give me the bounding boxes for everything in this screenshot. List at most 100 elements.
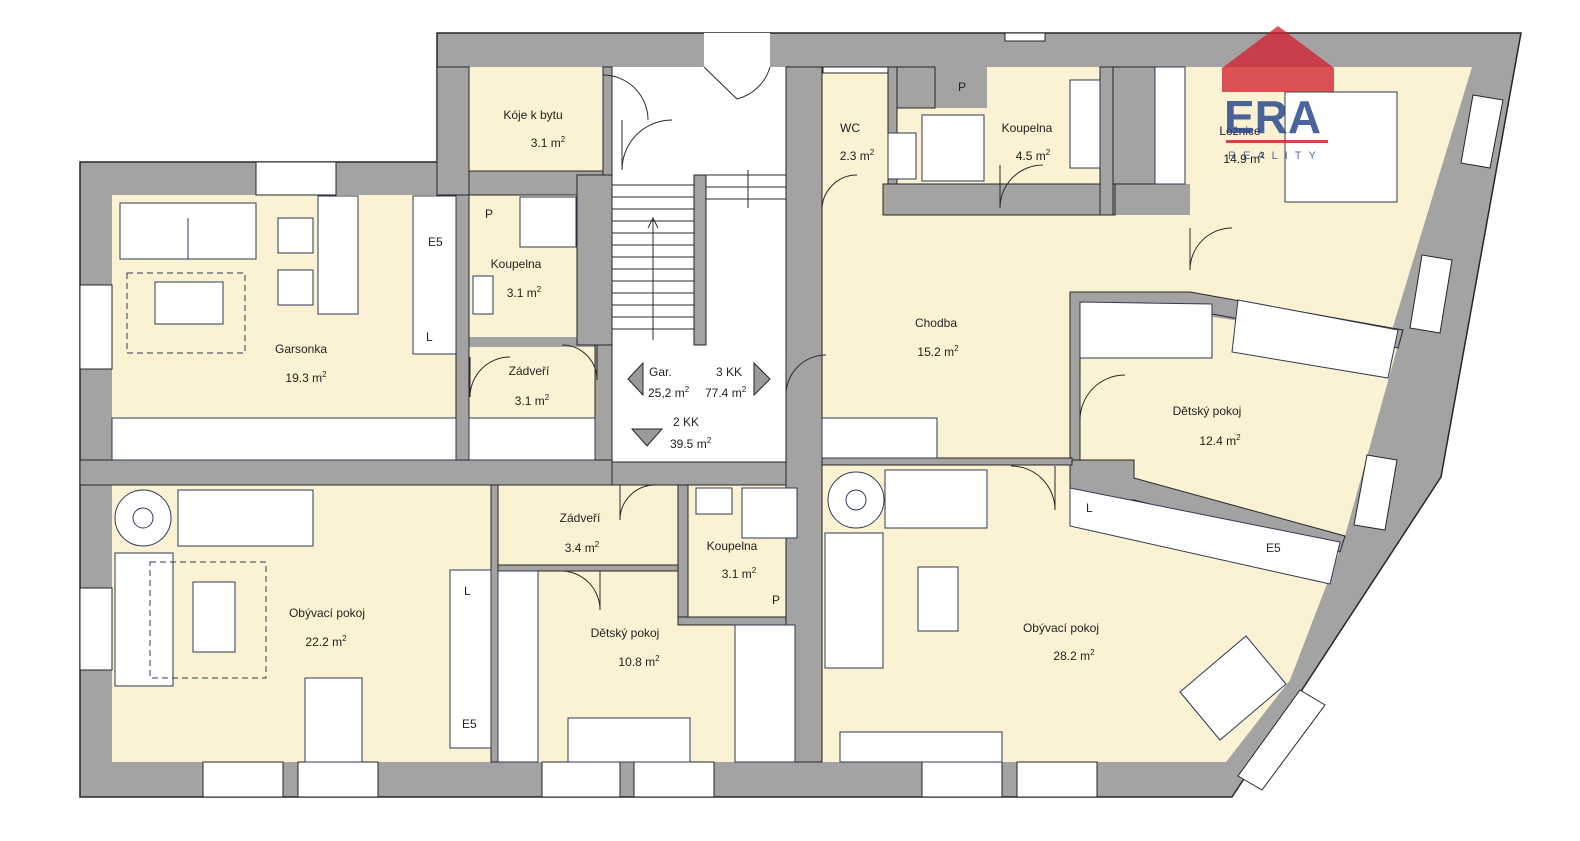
- window: [79, 587, 113, 671]
- room-name: Zádveří: [560, 511, 601, 525]
- chair: [277, 217, 314, 254]
- coffee-table: [192, 581, 236, 653]
- logo-brand: ERA: [1224, 91, 1321, 143]
- door-arc: [560, 570, 601, 611]
- room-name: Koupelna: [1002, 121, 1053, 135]
- chair: [277, 269, 314, 306]
- plant: [827, 471, 885, 529]
- staircase: [612, 33, 786, 462]
- window: [1409, 254, 1453, 334]
- room-label-koupelna2: Koupelna 4.5 m2: [1002, 121, 1053, 163]
- room-area: 15.2 m2: [917, 344, 959, 359]
- room-area: 14.9 m2: [1223, 151, 1265, 166]
- wall-loznice-left: [1112, 66, 1156, 185]
- rug: [126, 272, 246, 354]
- room-area: 3.1 m2: [507, 285, 542, 300]
- room-label-detsky2: Dětský pokoj 10.8 m2: [591, 626, 660, 669]
- door-swing: [1079, 374, 1126, 421]
- stair-door-gap: [704, 33, 770, 67]
- mark-p: P: [485, 207, 493, 221]
- room-label-detsky1: Dětský pokoj 12.4 m2: [1173, 404, 1242, 448]
- sofa: [177, 489, 314, 547]
- wall-stair-left-low: [594, 344, 613, 461]
- kitchen-line: [449, 569, 492, 749]
- door-swing: [1010, 465, 1056, 511]
- door-swing: [703, 66, 771, 100]
- double-sink: [1069, 79, 1101, 169]
- door-swing: [1189, 227, 1233, 271]
- wall-obyvaci1-right: [490, 484, 499, 763]
- window: [297, 761, 379, 798]
- unit-summary: Gar. 25,2 m2 3 KK 77.4 m2 2 KK 39.5 m2: [627, 361, 771, 451]
- shower: [519, 196, 577, 248]
- wall-kp2-bottom: [882, 183, 1116, 216]
- room-name: Ložnice: [1219, 124, 1261, 138]
- floor-zadveri2: [498, 485, 678, 565]
- room-area: 12.4 m2: [1199, 433, 1241, 448]
- mark-p: P: [772, 593, 780, 607]
- wall-kp2-right: [1099, 66, 1114, 216]
- door-arc: [619, 484, 656, 521]
- room-label-zadveri2: Zádveří 3.4 m2: [560, 511, 601, 555]
- room-label-chodba: Chodba 15.2 m2: [915, 316, 959, 359]
- window: [541, 761, 621, 798]
- rug: [149, 561, 267, 679]
- coffee-table: [917, 566, 959, 632]
- unit-3kk-area: 77.4 m2: [705, 385, 747, 400]
- era-logo: ERA REALITY: [1222, 26, 1334, 162]
- kitchen-line: [1069, 487, 1341, 585]
- wardrobe: [1231, 299, 1399, 379]
- wardrobe: [497, 570, 539, 763]
- room-name: Obývací pokoj: [1023, 621, 1099, 635]
- furniture: [111, 66, 1399, 763]
- door-arc: [602, 74, 649, 121]
- wall-koupelna3-bottom: [677, 616, 799, 626]
- door-swing: [469, 356, 511, 398]
- room-labels: Kóje k bytu 3.1 m2 Garsonka 19.3 m2 Koup…: [275, 108, 1265, 669]
- room-name: WC: [840, 121, 860, 135]
- mark-stove: E5: [1266, 541, 1281, 555]
- door-arc: [785, 354, 827, 396]
- mark-stove: E5: [462, 717, 477, 731]
- wardrobe-zadveri: [468, 417, 596, 461]
- wardrobe: [111, 417, 457, 461]
- mark-l: L: [464, 584, 471, 598]
- logo-underline: [1226, 140, 1328, 143]
- room-name: Obývací pokoj: [289, 606, 365, 620]
- windows: [79, 32, 1504, 798]
- room-label-loznice: Ložnice 14.9 m2: [1219, 124, 1265, 166]
- wall-stair-bottom: [611, 461, 787, 486]
- window: [202, 761, 284, 798]
- door-arc: [1079, 374, 1126, 421]
- stair-arrow-up-head: [647, 216, 659, 229]
- window: [822, 66, 889, 74]
- room-name: Koupelna: [707, 539, 758, 553]
- door-arc: [999, 164, 1044, 209]
- wall-stair-left-top: [602, 66, 613, 176]
- wall-stair-left: [576, 174, 613, 346]
- sofa: [824, 532, 884, 669]
- room-area: 4.5 m2: [1016, 148, 1051, 163]
- room-name: Zádveří: [509, 364, 550, 378]
- window: [1004, 32, 1046, 42]
- wall-mid-horizontal: [79, 459, 613, 486]
- dining-table: [1179, 635, 1287, 741]
- wall-chodba-bottom: [821, 457, 1073, 466]
- desk: [567, 717, 691, 763]
- room-area: 3.4 m2: [565, 540, 600, 555]
- plant-inner: [845, 489, 867, 511]
- door-swing: [785, 354, 827, 396]
- interior-walls: [79, 66, 1404, 763]
- coffee-table: [154, 281, 224, 325]
- room-name: Kóje k bytu: [503, 108, 562, 122]
- arrow-right-icon: [753, 361, 771, 397]
- room-label-obyvaci1: Obývací pokoj 22.2 m2: [289, 606, 365, 649]
- door-swing: [619, 484, 656, 521]
- unit-gar-name: Gar.: [649, 365, 672, 379]
- floor-wc: [822, 67, 888, 215]
- dining-table: [304, 677, 363, 763]
- wall-koje-left: [436, 66, 470, 196]
- arrow-left-icon: [627, 361, 644, 397]
- room-area: 3.1 m2: [515, 393, 550, 408]
